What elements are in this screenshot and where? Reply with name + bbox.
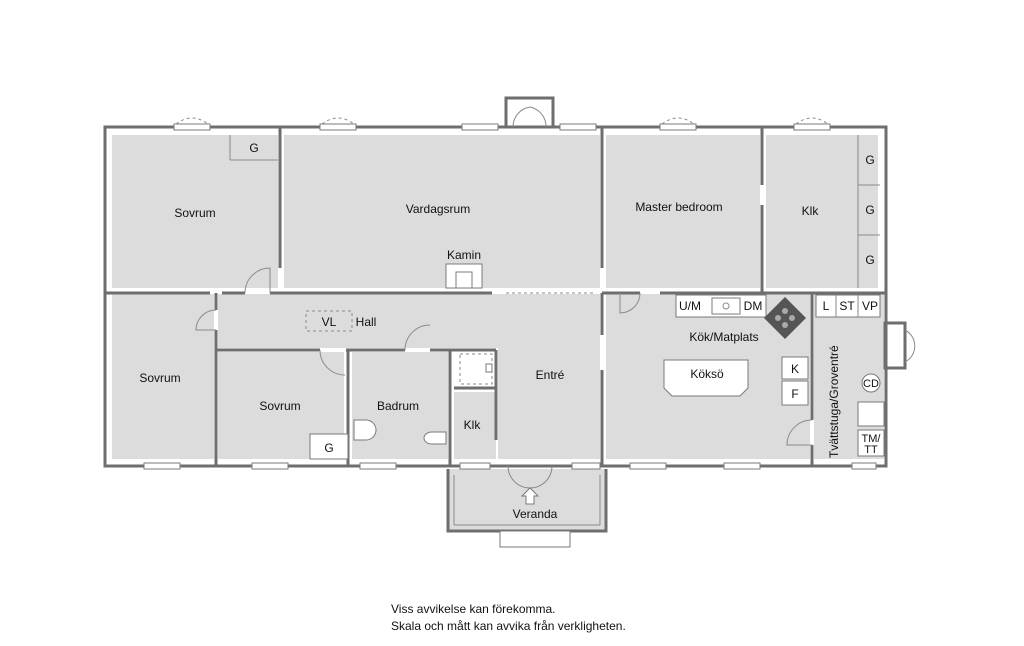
laundry-fixtures bbox=[815, 294, 885, 457]
label-badrum: Badrum bbox=[377, 399, 419, 413]
label-tvattstuga: Tvättstuga/Groventré bbox=[827, 345, 841, 458]
fixture-g-s: G bbox=[324, 441, 333, 455]
label-kokso: Köksö bbox=[690, 367, 724, 381]
label-vl: VL bbox=[322, 315, 337, 329]
floor-areas bbox=[112, 135, 884, 531]
room-sovrum-w bbox=[112, 294, 214, 459]
labels: Sovrum Vardagsrum Kamin Master bedroom K… bbox=[139, 141, 881, 521]
veranda bbox=[446, 469, 608, 548]
fixture-k: K bbox=[791, 362, 799, 376]
disclaimer-line-1: Viss avvikelse kan förekomma. bbox=[391, 602, 556, 616]
label-entre: Entré bbox=[536, 368, 565, 382]
fixture-tmtt-bottom: TT bbox=[864, 444, 878, 456]
label-vardagsrum: Vardagsrum bbox=[406, 202, 470, 216]
room-vardagsrum bbox=[284, 135, 600, 288]
kitchen-island bbox=[663, 359, 749, 397]
label-master-bedroom: Master bedroom bbox=[635, 200, 722, 214]
toilet-icon bbox=[423, 431, 447, 445]
label-sovrum-s: Sovrum bbox=[259, 399, 300, 413]
bath-fixtures bbox=[305, 263, 596, 460]
label-sovrum-nw: Sovrum bbox=[174, 206, 215, 220]
label-veranda: Veranda bbox=[513, 507, 558, 521]
windows bbox=[143, 117, 877, 470]
room-entre bbox=[498, 294, 600, 459]
fixture-l: L bbox=[823, 299, 830, 313]
room-master-bedroom bbox=[606, 135, 760, 288]
kitchen-fixtures bbox=[663, 294, 809, 406]
disclaimer-line-2: Skala och mått kan avvika från verklighe… bbox=[391, 619, 626, 633]
fixture-st: ST bbox=[839, 299, 855, 313]
stove-icon bbox=[764, 297, 806, 339]
label-kok-matplats: Kök/Matplats bbox=[689, 330, 758, 344]
fixture-um: U/M bbox=[679, 299, 701, 313]
laundry-sink-icon bbox=[857, 401, 885, 427]
washbasin-icon bbox=[353, 419, 377, 441]
label-sovrum-w: Sovrum bbox=[139, 371, 180, 385]
sink-icon bbox=[711, 297, 741, 315]
room-klk-small bbox=[454, 392, 496, 459]
interior-walls bbox=[105, 127, 886, 466]
fixture-vp: VP bbox=[862, 299, 878, 313]
label-klk-small: Klk bbox=[464, 418, 482, 432]
fixture-cd: CD bbox=[863, 378, 879, 390]
room-klk-master bbox=[766, 135, 878, 288]
fixture-g-2: G bbox=[865, 203, 874, 217]
fixture-g-nw: G bbox=[249, 141, 258, 155]
fixture-f: F bbox=[791, 387, 798, 401]
label-hall: Hall bbox=[356, 315, 377, 329]
label-kamin: Kamin bbox=[447, 248, 481, 262]
label-klk-master: Klk bbox=[802, 204, 820, 218]
fixture-g-3: G bbox=[865, 253, 874, 267]
door-swings bbox=[195, 106, 916, 489]
fixture-dm: DM bbox=[744, 299, 763, 313]
fixture-g-1: G bbox=[865, 153, 874, 167]
fixture-tmtt-top: TM/ bbox=[862, 433, 882, 445]
